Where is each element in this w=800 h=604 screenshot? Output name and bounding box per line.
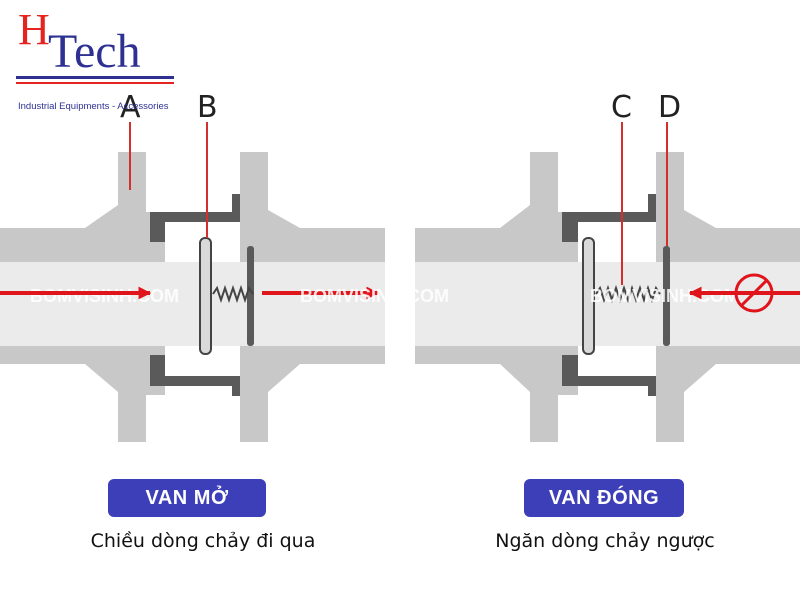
valve-disc: [199, 237, 212, 355]
logo-word-tech: Tech: [48, 25, 141, 78]
pipe-body-left: [0, 152, 165, 262]
logo-letter-h: H: [18, 5, 50, 54]
closed-valve-badge: VAN ĐÓNG: [524, 479, 684, 517]
pipe-body-right-lower: [656, 346, 800, 442]
logo-underline-blue: [16, 76, 174, 79]
valve-disc: [582, 237, 595, 355]
pipe-body-right: [656, 152, 800, 262]
pipe-body-left-lower: [0, 346, 165, 442]
no-entry-icon: [734, 273, 774, 313]
closed-valve-assembly: BOMVISINH.COM BOMVISINH.COM C D: [300, 90, 800, 442]
spring-icon: [595, 284, 661, 304]
open-valve-caption: Chiều dòng chảy đi qua: [90, 530, 316, 552]
pipe-body-left: [415, 152, 578, 262]
open-valve-badge: VAN MỞ: [108, 479, 266, 517]
valve-housing-bottom: [562, 355, 656, 396]
open-valve-assembly: BOMVISINH.COM A B: [0, 90, 385, 442]
spring-icon: [212, 284, 254, 304]
valve-seat-ring: [247, 246, 254, 346]
label-d: D: [658, 90, 681, 125]
pipe-bore-left: [0, 262, 385, 346]
pipe-body-right: [240, 152, 385, 262]
valve-housing-top: [562, 194, 656, 242]
logo-underline-red: [16, 82, 174, 84]
label-a: A: [120, 90, 141, 125]
watermark-2: BOMVISINH.COM: [300, 286, 449, 306]
logo-tagline: Industrial Equipments - Accessories: [18, 101, 169, 112]
label-b: B: [197, 90, 218, 125]
closed-valve-caption: Ngăn dòng chảy ngược: [495, 530, 715, 552]
valve-seat-ring: [663, 246, 670, 346]
pipe-body-right-lower: [240, 346, 385, 442]
valve-housing-bottom: [150, 355, 240, 396]
watermark-3: BOMVISINH.COM: [590, 286, 739, 306]
watermark-1: BOMVISINH.COM: [30, 286, 179, 306]
valve-housing-top: [150, 194, 240, 242]
pipe-bore-right: [415, 262, 800, 346]
label-c: C: [611, 90, 632, 125]
pipe-body-left-lower: [415, 346, 578, 442]
